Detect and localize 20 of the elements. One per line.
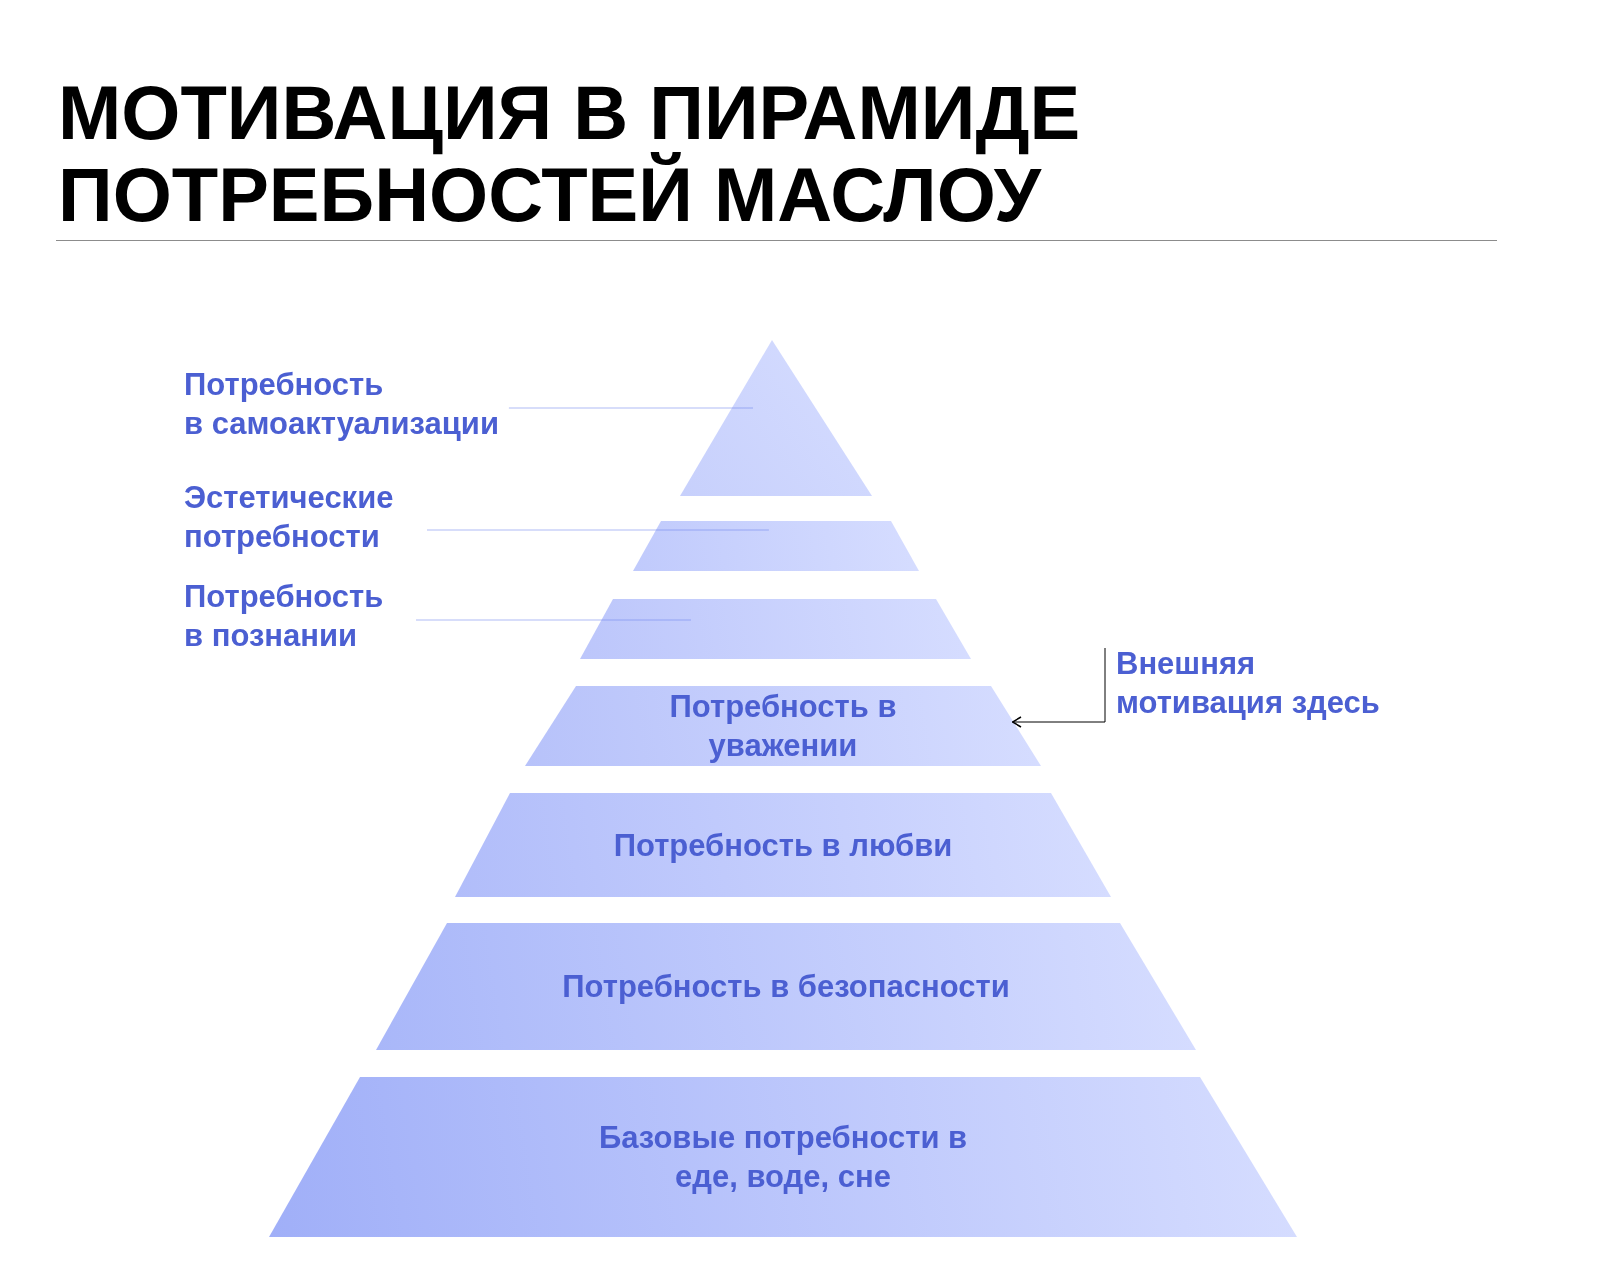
leader-line — [426, 529, 770, 531]
leader-line — [415, 619, 692, 621]
callout-label: Потребность в познании — [184, 577, 384, 655]
callout-label: Потребность в самоактуализации — [184, 365, 499, 443]
tier-label: Потребность в уважении — [669, 688, 897, 765]
pyramid-apex — [680, 340, 872, 496]
callout-label: Внешняя мотивация здесь — [1116, 644, 1380, 722]
tier-label: Потребность в любви — [613, 826, 953, 865]
tier-label: Потребность в безопасности — [562, 968, 1010, 1006]
title-heading: МОТИВАЦИЯ В ПИРАМИДЕ ПОТРЕБНОСТЕЙ МАСЛОУ — [58, 72, 1082, 236]
pyramid-tier — [376, 923, 1196, 1050]
callout-label: Эстетические потребности — [184, 478, 394, 556]
pyramid-tier — [455, 793, 1111, 897]
tier-label: Базовые потребности в еде, воде, сне — [598, 1119, 968, 1196]
pyramid-tier — [633, 521, 919, 571]
pyramid-tier — [269, 1077, 1297, 1237]
arrow — [1011, 647, 1106, 728]
leader-line — [508, 407, 754, 409]
pyramid-tier — [580, 599, 971, 659]
pyramid-tier — [525, 686, 1041, 766]
